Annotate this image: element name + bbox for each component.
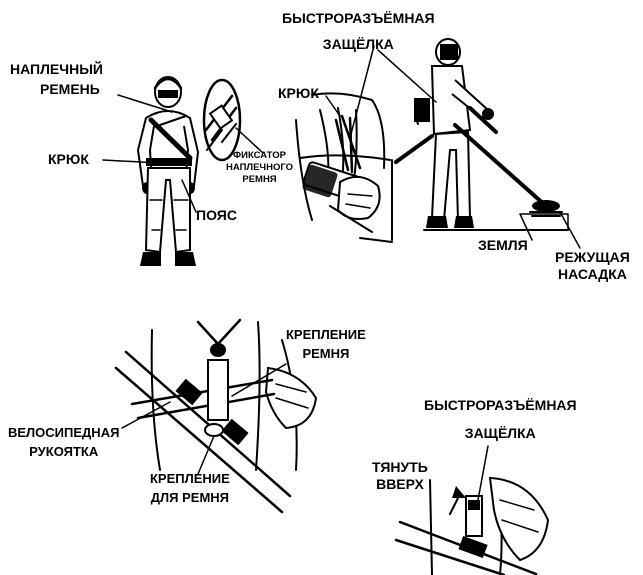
label-quick-release-top-line1: БЫСТРОРАЗЪЁМНАЯ bbox=[282, 11, 435, 25]
label-quick-release-top-line2: ЗАЩЁЛКА bbox=[282, 37, 435, 51]
label-strap-lock: ФИКСАТОР НАПЛЕЧНОГО РЕМНЯ bbox=[226, 150, 293, 186]
label-ground: ЗЕМЛЯ bbox=[478, 238, 528, 252]
label-cutting-head-line2: НАСАДКА bbox=[555, 267, 630, 281]
label-quick-release-bottom-line2: ЗАЩЁЛКА bbox=[424, 426, 577, 440]
label-strap-lock-line2: НАПЛЕЧНОГО bbox=[226, 162, 293, 174]
label-shoulder-strap-line2: РЕМЕНЬ bbox=[10, 82, 103, 96]
label-strap-mount-bottom-line2: ДЛЯ РЕМНЯ bbox=[150, 491, 230, 504]
quick-release-closeup bbox=[396, 478, 548, 575]
label-strap-lock-line3: РЕМНЯ bbox=[226, 174, 293, 186]
label-cutting-head: РЕЖУЩАЯ НАСАДКА bbox=[555, 250, 630, 281]
label-pull-up-line2: ВВЕРХ bbox=[372, 477, 428, 491]
label-strap-mount-top: КРЕПЛЕНИЕ РЕМНЯ bbox=[286, 328, 366, 360]
label-shoulder-strap: НАПЛЕЧНЫЙ РЕМЕНЬ bbox=[10, 62, 103, 96]
strap-lock-inset bbox=[204, 80, 240, 160]
label-bike-handle: ВЕЛОСИПЕДНАЯ РУКОЯТКА bbox=[8, 426, 119, 458]
label-strap-mount-bottom-line1: КРЕПЛЕНИЕ bbox=[150, 472, 230, 485]
label-cutting-head-line1: РЕЖУЩАЯ bbox=[555, 250, 630, 264]
label-strap-mount-bottom: КРЕПЛЕНИЕ ДЛЯ РЕМНЯ bbox=[150, 472, 230, 504]
label-hook-mid: КРЮК bbox=[278, 86, 319, 100]
person-with-trimmer bbox=[396, 39, 568, 230]
label-quick-release-bottom: БЫСТРОРАЗЪЁМНАЯ ЗАЩЁЛКА bbox=[424, 398, 577, 440]
label-bike-handle-line1: ВЕЛОСИПЕДНАЯ bbox=[8, 426, 119, 439]
label-pull-up: ТЯНУТЬ ВВЕРХ bbox=[372, 460, 428, 491]
label-strap-mount-top-line1: КРЕПЛЕНИЕ bbox=[286, 328, 366, 341]
label-quick-release-bottom-line1: БЫСТРОРАЗЪЁМНАЯ bbox=[424, 398, 577, 412]
hook-closeup bbox=[296, 93, 392, 242]
label-hook-left: КРЮК bbox=[48, 152, 89, 166]
panel4-leader-lines bbox=[478, 446, 488, 500]
label-bike-handle-line2: РУКОЯТКА bbox=[8, 445, 119, 458]
label-strap-lock-line1: ФИКСАТОР bbox=[226, 150, 293, 162]
person-front-figure bbox=[138, 77, 198, 266]
label-strap-mount-top-line2: РЕМНЯ bbox=[286, 347, 366, 360]
label-pull-up-line1: ТЯНУТЬ bbox=[372, 460, 428, 474]
label-quick-release-top: БЫСТРОРАЗЪЁМНАЯ ЗАЩЁЛКА bbox=[282, 11, 435, 51]
label-shoulder-strap-line1: НАПЛЕЧНЫЙ bbox=[10, 62, 103, 76]
label-belt: ПОЯС bbox=[196, 208, 237, 222]
